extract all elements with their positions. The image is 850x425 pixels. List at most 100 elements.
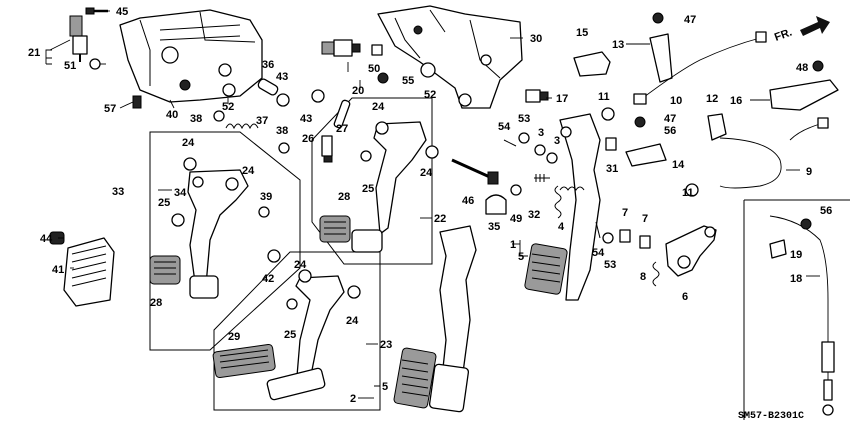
callout-24b: 24	[420, 167, 433, 179]
switch-21	[69, 15, 88, 62]
callout-4: 4	[558, 221, 565, 233]
callout-25b: 25	[362, 183, 374, 195]
callout-49: 49	[510, 213, 522, 225]
callout-48: 48	[796, 62, 808, 74]
bracket-16	[769, 79, 839, 111]
pin-54a	[503, 139, 517, 147]
bushing-52a	[222, 83, 236, 97]
rod-27	[333, 99, 351, 129]
callout-44: 44	[40, 233, 53, 245]
cable-10	[633, 31, 767, 105]
callout-24a: 24	[372, 101, 385, 113]
diagram-code: SM57-B2301C	[738, 411, 804, 422]
callout-51: 51	[64, 60, 76, 72]
callout-17: 17	[556, 93, 568, 105]
callout-28b: 28	[150, 297, 162, 309]
bracket-15	[573, 51, 611, 77]
clip-19	[769, 239, 787, 259]
spring-8	[652, 261, 660, 287]
callout-52b: 52	[424, 89, 436, 101]
bushing-31	[605, 137, 617, 151]
callout-24c: 24	[182, 137, 195, 149]
callout-1: 1	[510, 239, 516, 251]
callout-24f: 24	[346, 315, 359, 327]
callout-50: 50	[368, 63, 380, 75]
callout-25a: 25	[158, 197, 170, 209]
nut-53b	[602, 232, 614, 244]
callout-5a: 5	[518, 251, 524, 263]
callout-54a: 54	[498, 121, 511, 133]
callout-43b: 43	[300, 113, 312, 125]
callout-3b: 3	[554, 135, 560, 147]
nut-53a	[518, 132, 530, 144]
callout-11b: 11	[682, 187, 694, 199]
leader-lines	[45, 10, 820, 411]
callout-7b: 7	[642, 213, 648, 225]
bolt-57	[132, 95, 142, 109]
callout-26: 26	[302, 133, 314, 145]
bracket-13	[649, 33, 673, 83]
callout-56a: 56	[664, 125, 676, 137]
callout-56b: 56	[820, 205, 832, 217]
callout-6: 6	[682, 291, 688, 303]
bolt-46	[451, 158, 499, 185]
group-outline-22	[311, 97, 433, 265]
nut-50b	[371, 44, 383, 56]
bushing-43b	[311, 89, 325, 103]
callout-41: 41	[52, 264, 64, 276]
bolt-56b	[800, 218, 812, 230]
bolt-48	[812, 60, 824, 72]
callout-46: 46	[462, 195, 474, 207]
callout-36: 36	[262, 59, 274, 71]
sleeve-36	[257, 78, 279, 96]
callout-35: 35	[488, 221, 500, 233]
callout-18: 18	[790, 273, 802, 285]
lever-6	[665, 225, 717, 277]
callout-21: 21	[28, 47, 40, 59]
callout-25c: 25	[284, 329, 296, 341]
callout-5b: 5	[382, 381, 388, 393]
front-arrow-icon	[800, 16, 830, 36]
callout-16: 16	[730, 95, 742, 107]
callout-40: 40	[166, 109, 178, 121]
callout-19: 19	[790, 249, 802, 261]
cable-18	[769, 215, 835, 416]
bolt-47a	[652, 12, 664, 24]
callout-47a: 47	[684, 14, 696, 26]
switch-17	[525, 89, 549, 103]
callout-24e: 24	[294, 259, 307, 271]
washer-3b	[546, 152, 558, 164]
callout-9: 9	[806, 166, 812, 178]
callout-47b: 47	[664, 113, 676, 125]
callout-11a: 11	[598, 91, 610, 103]
callout-39: 39	[260, 191, 272, 203]
callout-43a: 43	[276, 71, 288, 83]
callout-20: 20	[352, 85, 364, 97]
spring-37	[225, 123, 259, 130]
bracket-14	[625, 143, 667, 167]
callout-3a: 3	[538, 127, 544, 139]
clutch-pedal-main	[393, 225, 477, 413]
callout-28a: 28	[338, 191, 350, 203]
front-label: FR.	[773, 26, 794, 43]
callout-2: 2	[350, 393, 356, 405]
bushing-38b	[278, 142, 290, 154]
callout-34: 34	[174, 187, 187, 199]
switch-26	[321, 135, 333, 163]
stopper-42	[267, 249, 281, 263]
callout-52a: 52	[222, 101, 234, 113]
callout-37: 37	[256, 115, 268, 127]
grommet-11a	[601, 107, 615, 121]
spring-4	[554, 185, 562, 219]
callout-38a: 38	[190, 113, 202, 125]
callout-27: 27	[336, 123, 348, 135]
bushing-38a	[213, 110, 225, 122]
callout-54b: 54	[592, 247, 605, 259]
callout-12: 12	[706, 93, 718, 105]
callout-24d: 24	[242, 165, 255, 177]
callout-45: 45	[116, 6, 128, 18]
pedal-bracket-left	[119, 9, 263, 103]
group-outline-33	[149, 131, 301, 351]
callout-13: 13	[612, 39, 624, 51]
callout-53b: 53	[604, 259, 616, 271]
